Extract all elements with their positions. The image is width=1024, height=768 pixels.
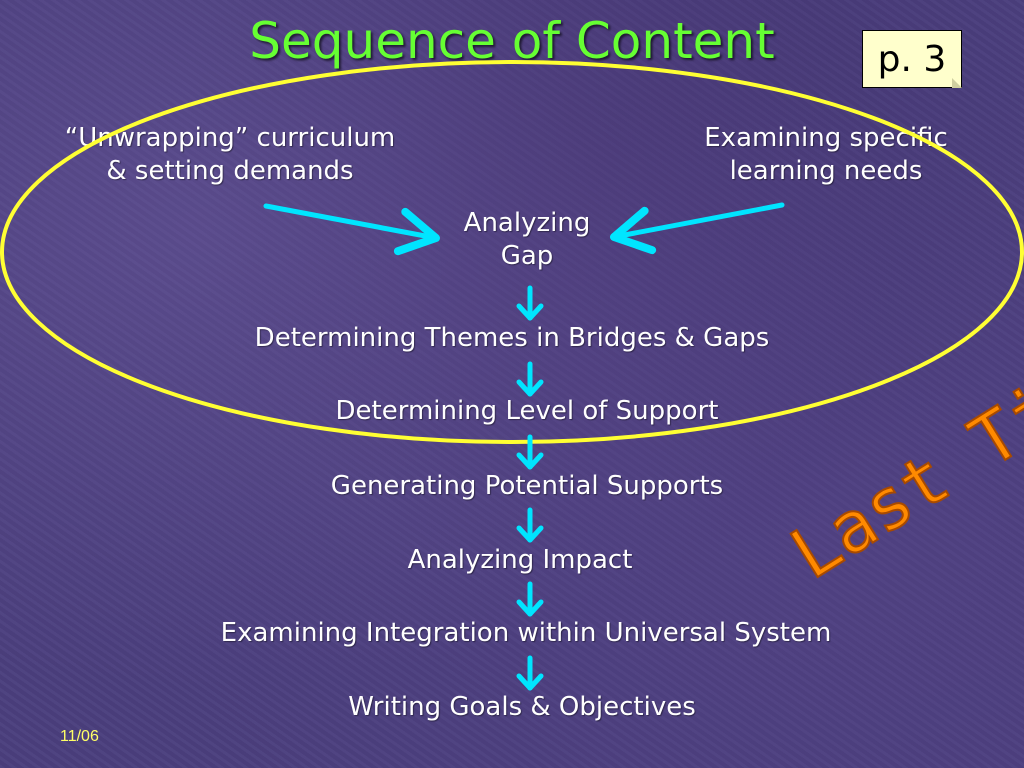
arrow-left-to-gap — [263, 203, 440, 256]
down-arrow-5 — [516, 581, 544, 617]
down-arrow-2 — [516, 361, 544, 397]
step-analyzing-impact: Analyzing Impact — [407, 545, 633, 575]
input-left-line-2: & setting demands — [106, 156, 354, 186]
down-arrow-6 — [516, 655, 544, 691]
input-right-line-2: learning needs — [729, 156, 923, 186]
input-right-line-1: Examining specific — [704, 123, 948, 153]
step-determining-themes: Determining Themes in Bridges & Gaps — [254, 323, 770, 353]
page-reference-note: p. 3 — [862, 30, 962, 88]
input-examining-learning-needs: Examining specific learning needs — [666, 122, 986, 188]
input-unwrapping-curriculum: “Unwrapping” curriculum & setting demand… — [20, 122, 440, 188]
last-time-highlight-ellipse — [0, 60, 1024, 444]
step-1-line-1: Analyzing — [463, 208, 591, 238]
down-arrow-1 — [516, 285, 544, 321]
step-examining-integration: Examining Integration within Universal S… — [220, 618, 832, 648]
down-arrow-3 — [516, 434, 544, 470]
input-left-line-1: “Unwrapping” curriculum — [64, 123, 396, 153]
step-writing-goals: Writing Goals & Objectives — [348, 692, 696, 722]
down-arrow-4 — [516, 507, 544, 543]
step-determining-level-of-support: Determining Level of Support — [335, 396, 719, 426]
step-generating-potential-supports: Generating Potential Supports — [330, 471, 724, 501]
arrow-right-to-gap — [610, 202, 785, 255]
step-1-line-2: Gap — [500, 241, 554, 271]
step-analyzing-gap: Analyzing Gap — [412, 207, 642, 273]
footer-date: 11/06 — [60, 728, 99, 745]
